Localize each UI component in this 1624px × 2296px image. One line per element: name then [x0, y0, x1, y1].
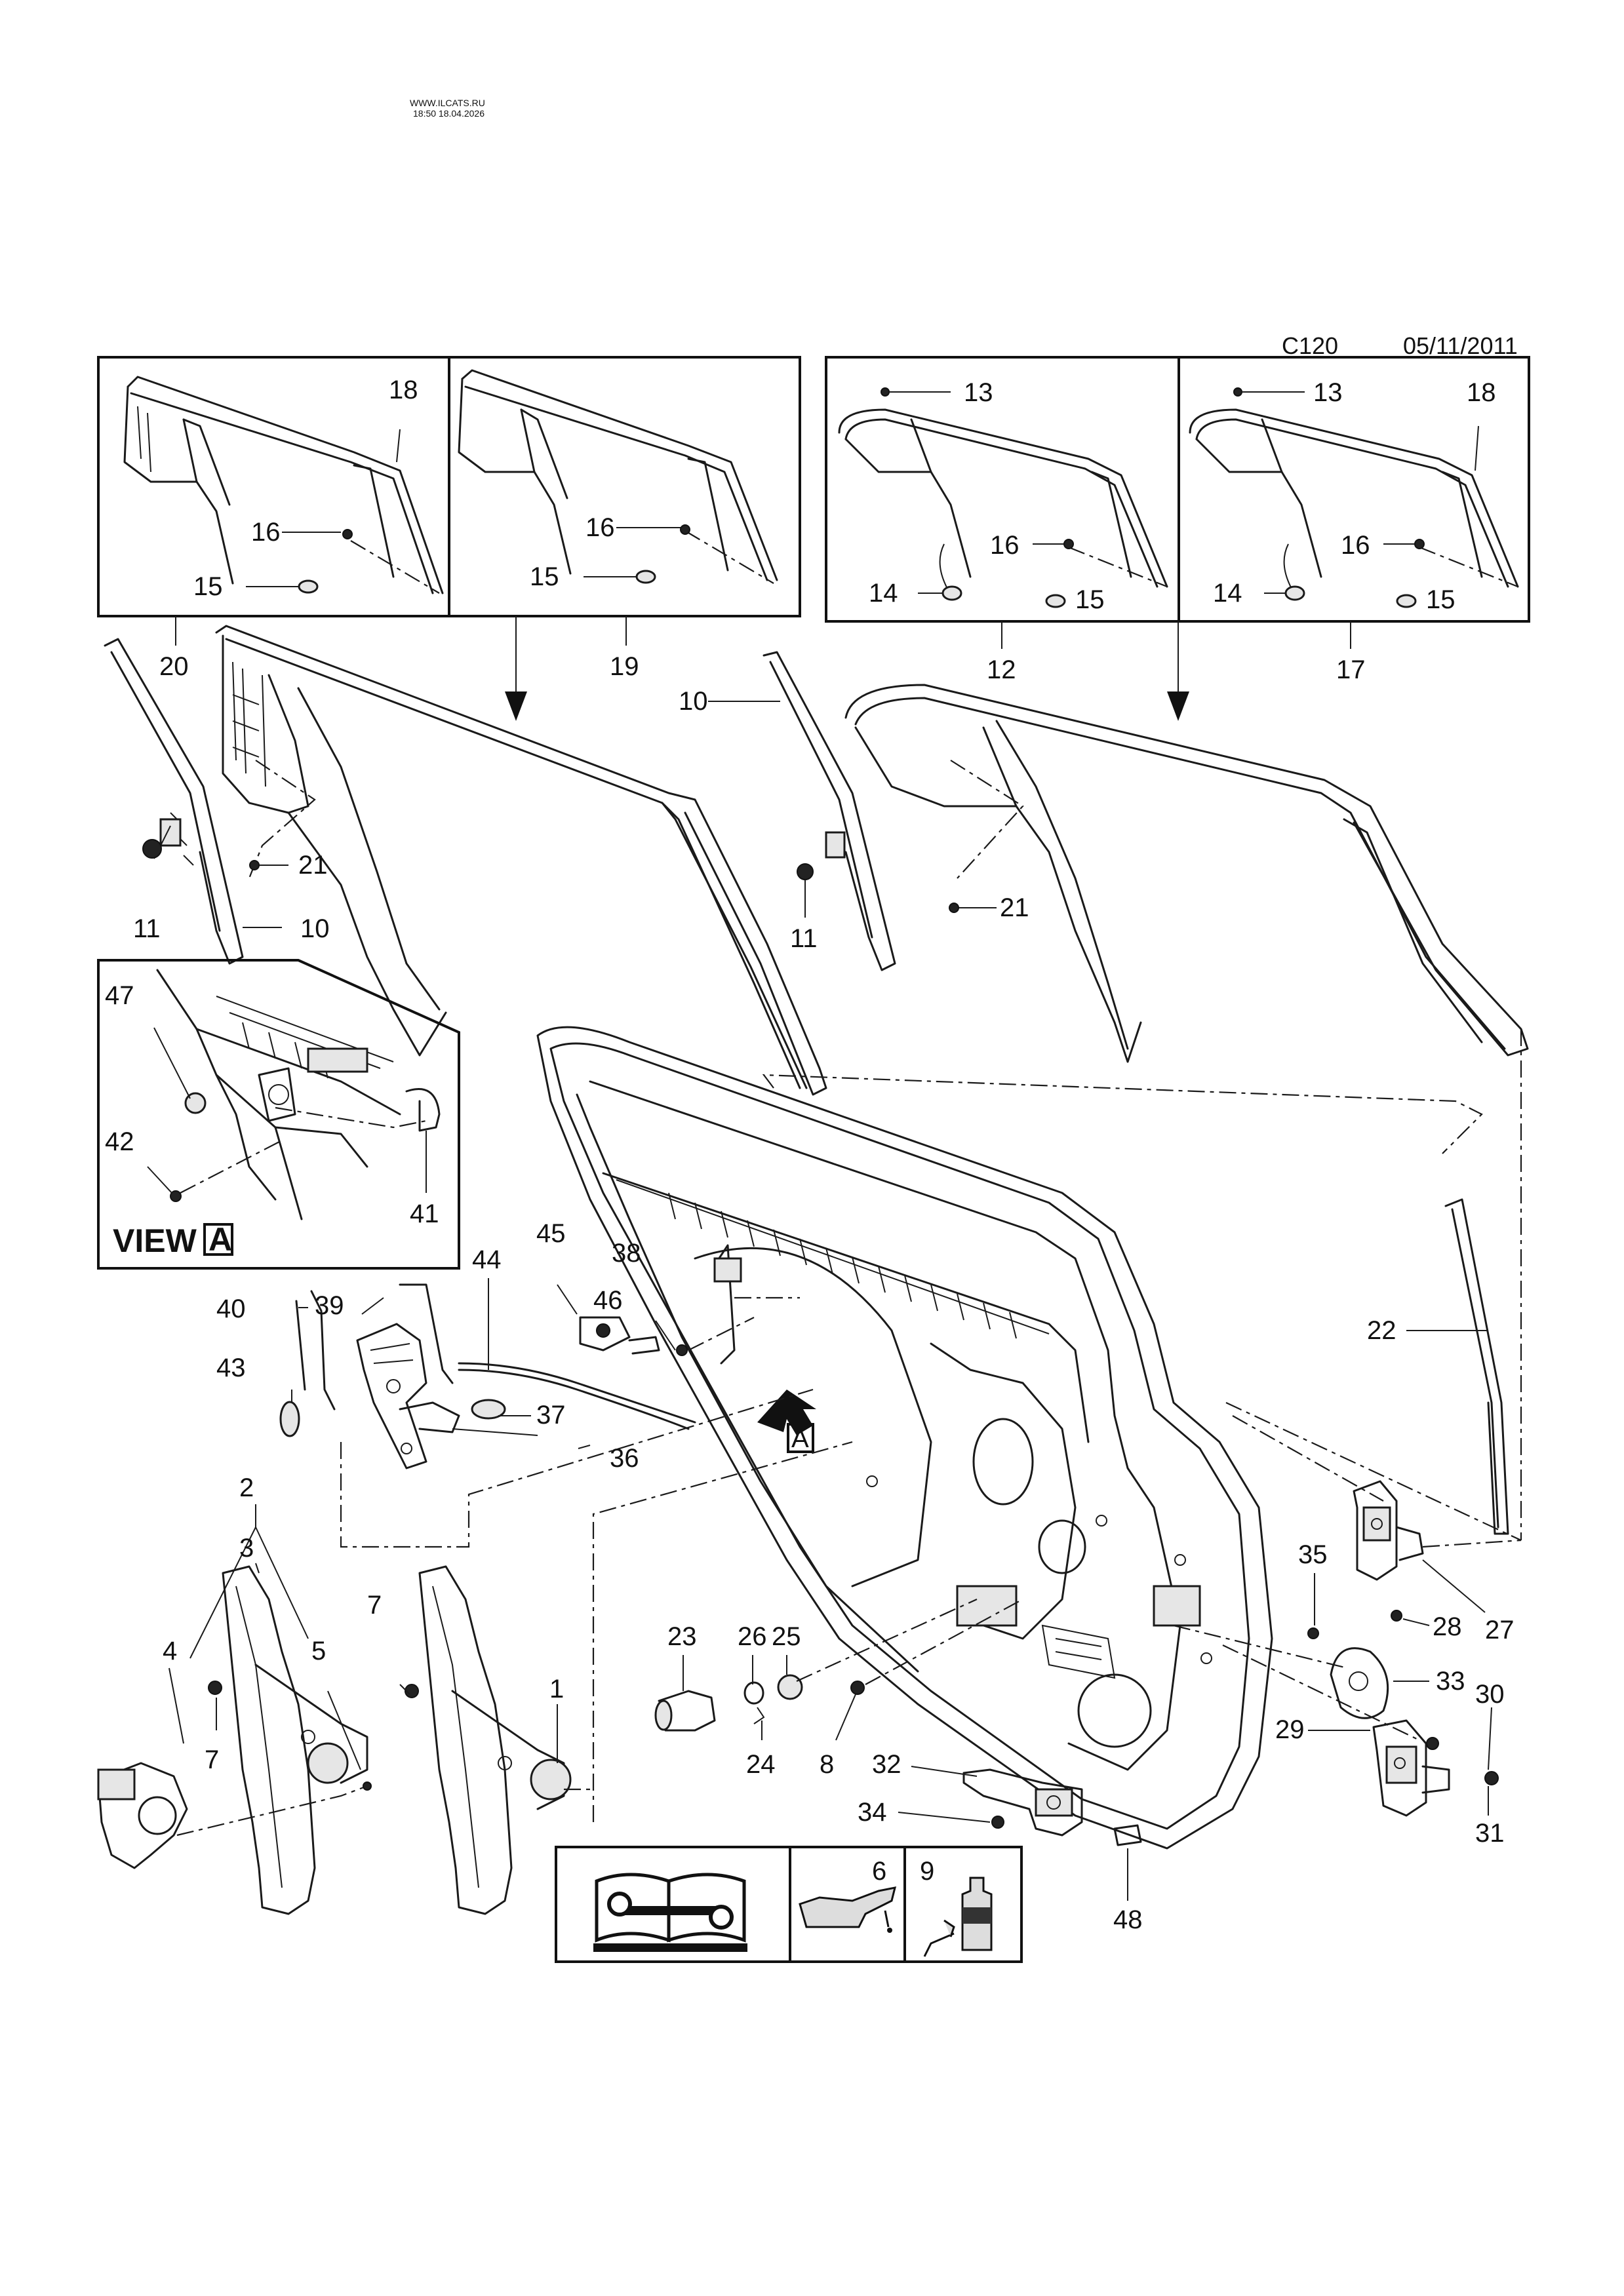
callout-8: 8 [820, 1750, 834, 1779]
callout-7b: 7 [205, 1745, 219, 1774]
callout-39: 39 [315, 1291, 344, 1320]
callout-33: 33 [1436, 1667, 1465, 1696]
callout-17: 17 [1336, 655, 1366, 684]
window-frame-19-drawing [458, 369, 778, 581]
callout-27: 27 [1485, 1616, 1515, 1644]
callout-37: 37 [536, 1401, 566, 1430]
callout-13a: 13 [964, 378, 993, 407]
window-frame-large-left [215, 625, 827, 1096]
window-channel-10-left [104, 638, 244, 965]
callout-23: 23 [667, 1622, 697, 1651]
callout-4: 4 [163, 1637, 177, 1665]
callout-10b: 10 [679, 687, 708, 716]
callout-40: 40 [216, 1294, 246, 1323]
down-arrow-left [505, 616, 527, 721]
hinge-lower-drawing [1372, 1719, 1499, 1817]
callout-46: 46 [593, 1286, 623, 1315]
callout-20: 20 [159, 652, 189, 681]
callout-26: 26 [738, 1622, 767, 1651]
callout-16b: 16 [585, 513, 615, 542]
small-parts-drawing [654, 1674, 865, 1732]
callout-15b: 15 [530, 562, 559, 591]
callout-3: 3 [239, 1534, 254, 1563]
callout-28: 28 [1433, 1612, 1462, 1641]
callout-18b: 18 [1467, 378, 1496, 407]
adhesive-bottle-icon [923, 1877, 993, 1957]
callout-10a: 10 [300, 914, 330, 943]
callout-5: 5 [311, 1637, 326, 1665]
callout-36: 36 [610, 1444, 639, 1473]
callout-14b: 14 [1213, 579, 1242, 608]
callout-9: 9 [920, 1857, 934, 1886]
callout-13b: 13 [1313, 378, 1343, 407]
callout-29: 29 [1275, 1715, 1305, 1744]
view-label-letter: A [208, 1221, 232, 1258]
glass-run-22-drawing [1444, 1198, 1509, 1535]
view-label-text: VIEW [113, 1222, 197, 1259]
callout-12: 12 [987, 655, 1016, 684]
view-a-inset: 47 42 41 VIEW A [97, 959, 460, 1270]
callout-41: 41 [410, 1199, 439, 1228]
callout-16a: 16 [251, 518, 281, 547]
diagram-date: 05/11/2011 [1403, 332, 1518, 359]
window-regulator-motor-drawing [97, 1565, 372, 1915]
callout-43: 43 [216, 1353, 246, 1382]
callout-19: 19 [610, 652, 639, 681]
striker-plate-33-drawing [1330, 1647, 1389, 1719]
hinge-upper-drawing [1353, 1480, 1424, 1622]
watermark-stamp: 18:50 18.04.2026 [413, 108, 485, 119]
down-arrow-right [1167, 621, 1189, 721]
callout-47: 47 [105, 981, 134, 1010]
callout-16d: 16 [1341, 531, 1370, 560]
window-frame-large-right [844, 684, 1529, 1063]
callout-15a: 15 [193, 572, 223, 601]
window-frame-20-drawing [123, 376, 444, 594]
callout-48: 48 [1113, 1905, 1143, 1934]
callout-35: 35 [1298, 1540, 1328, 1569]
callout-44: 44 [472, 1245, 502, 1274]
callout-38: 38 [612, 1239, 641, 1268]
callout-2: 2 [239, 1473, 254, 1502]
oil-can-icon [799, 1886, 897, 1933]
callout-24: 24 [746, 1750, 776, 1779]
check-link-32-drawing [962, 1768, 1083, 1837]
callout-11b: 11 [790, 924, 818, 953]
callout-1: 1 [549, 1675, 564, 1703]
callout-18a: 18 [389, 376, 418, 404]
callout-34: 34 [858, 1798, 887, 1827]
callout-45: 45 [536, 1219, 566, 1248]
callout-25: 25 [772, 1622, 801, 1651]
callout-11a: 11 [133, 914, 161, 943]
callout-42: 42 [105, 1127, 134, 1156]
callout-30: 30 [1475, 1680, 1505, 1709]
callout-32: 32 [872, 1750, 901, 1779]
watermark-site: WWW.ILCATS.RU [410, 98, 485, 108]
window-channel-10-right [762, 651, 896, 971]
callout-6: 6 [872, 1857, 886, 1886]
callout-22: 22 [1367, 1316, 1396, 1345]
callout-15c: 15 [1075, 585, 1105, 614]
callout-15d: 15 [1426, 585, 1456, 614]
callout-31: 31 [1475, 1819, 1505, 1848]
window-frame-17-drawing [1189, 408, 1519, 588]
view-a-arrow: A [757, 1390, 816, 1453]
arrow-letter: A [791, 1424, 809, 1453]
callout-16c: 16 [990, 531, 1020, 560]
window-regulator-manual-drawing [405, 1441, 853, 1915]
lock-assembly-drawing [279, 1283, 696, 1469]
detail-box-20-19: 18 16 15 16 15 [97, 356, 801, 617]
door-shell-drawing [536, 1026, 1273, 1850]
callout-21a: 21 [298, 851, 328, 880]
legend-box: 6 9 [555, 1846, 1023, 1963]
window-frame-12-drawing [838, 408, 1168, 588]
diagram-code: C120 [1282, 332, 1338, 359]
callout-21b: 21 [1000, 893, 1029, 922]
detail-box-12-17: 13 13 18 16 16 14 14 15 15 [825, 356, 1530, 623]
callout-14a: 14 [869, 579, 898, 608]
service-manual-icon [593, 1873, 747, 1952]
callout-7a: 7 [367, 1591, 382, 1620]
